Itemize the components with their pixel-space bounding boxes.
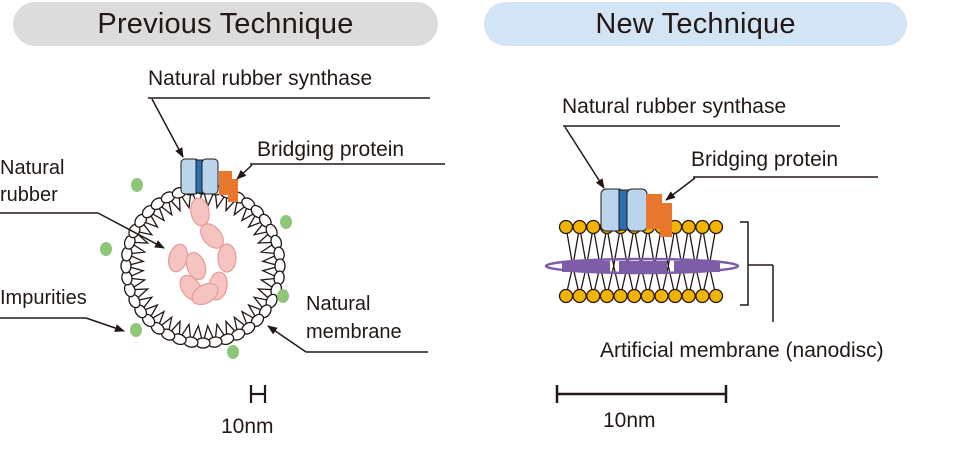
lipid-head-top [681, 219, 696, 235]
natural-rubber-label-line2: rubber [0, 184, 58, 206]
impurities-label: Impurities [0, 287, 87, 309]
new-technique-title: New Technique [595, 7, 796, 40]
previous-technique-title: Previous Technique [97, 7, 354, 40]
scale-bar-new [555, 385, 728, 403]
scale-label-previous: 10nm [221, 415, 274, 438]
lipid-head-bottom [681, 288, 696, 304]
lipid-head-bottom [708, 288, 724, 304]
bridging-protein-new [646, 194, 672, 237]
bridging-protein-label-previous: Bridging protein [257, 138, 405, 161]
bridging-protein-previous [219, 171, 238, 202]
rubber-particle [190, 197, 210, 227]
impurity-dot [130, 323, 142, 337]
impurity-dot [280, 215, 292, 229]
scaffold-segment [674, 261, 720, 272]
lipid-head-bottom [654, 288, 669, 304]
rubber-particle [217, 243, 237, 273]
natural-rubber-synthase-new [600, 188, 648, 232]
impurity-dot [227, 345, 239, 359]
lipid-head-bottom [586, 288, 601, 304]
lipid-head-top [695, 219, 710, 235]
previous-technique-header: Previous Technique [13, 2, 438, 46]
natural-rubber-synthase-previous [180, 158, 219, 195]
lipid-head-bottom [613, 288, 628, 304]
natural-rubber-particles [167, 197, 237, 306]
scaffold-protein [562, 261, 720, 272]
previous-leader-lines [0, 97, 445, 353]
lipid-head-bottom [695, 288, 710, 304]
nanodisc [544, 219, 740, 304]
vesicle [120, 183, 286, 349]
lipid-head-top [708, 219, 724, 235]
lipid-head-top [586, 219, 601, 235]
lipid-head-top [572, 219, 587, 235]
new-technique-header: New Technique [484, 2, 907, 46]
scale-label-new: 10nm [603, 409, 656, 432]
scale-bar-previous [249, 385, 267, 403]
lipid-heads-layer [120, 183, 286, 349]
impurity-dot [100, 242, 112, 256]
natural-rubber-label-line1: Natural [0, 157, 65, 179]
synthase-label-new: Natural rubber synthase [562, 95, 787, 118]
rubber-particle [185, 251, 207, 281]
scaffold-segment [619, 261, 667, 272]
impurities [100, 178, 292, 359]
lipid-head-bottom [627, 288, 642, 304]
natural-membrane-label-line1: Natural [306, 293, 371, 315]
lipid-head-bottom [640, 288, 655, 304]
lipid-head-bottom [558, 288, 574, 304]
artificial-membrane-label: Artificial membrane (nanodisc) [600, 339, 884, 362]
lipid-head-bottom [572, 288, 587, 304]
impurity-dot [131, 178, 143, 192]
synthase-label-previous: Natural rubber synthase [148, 67, 373, 90]
natural-membrane-label-line2: membrane [306, 321, 402, 343]
impurity-dot [277, 289, 289, 303]
rubber-particle [191, 282, 219, 306]
scaffold-segment [562, 261, 610, 272]
lipid-head-bottom [599, 288, 615, 304]
lipid-head-top [558, 219, 574, 235]
bridging-protein-label-new: Bridging protein [691, 148, 839, 171]
scaffold-ring [544, 257, 740, 275]
new-leader-lines [563, 125, 878, 322]
lipid-head-bottom [667, 288, 683, 304]
